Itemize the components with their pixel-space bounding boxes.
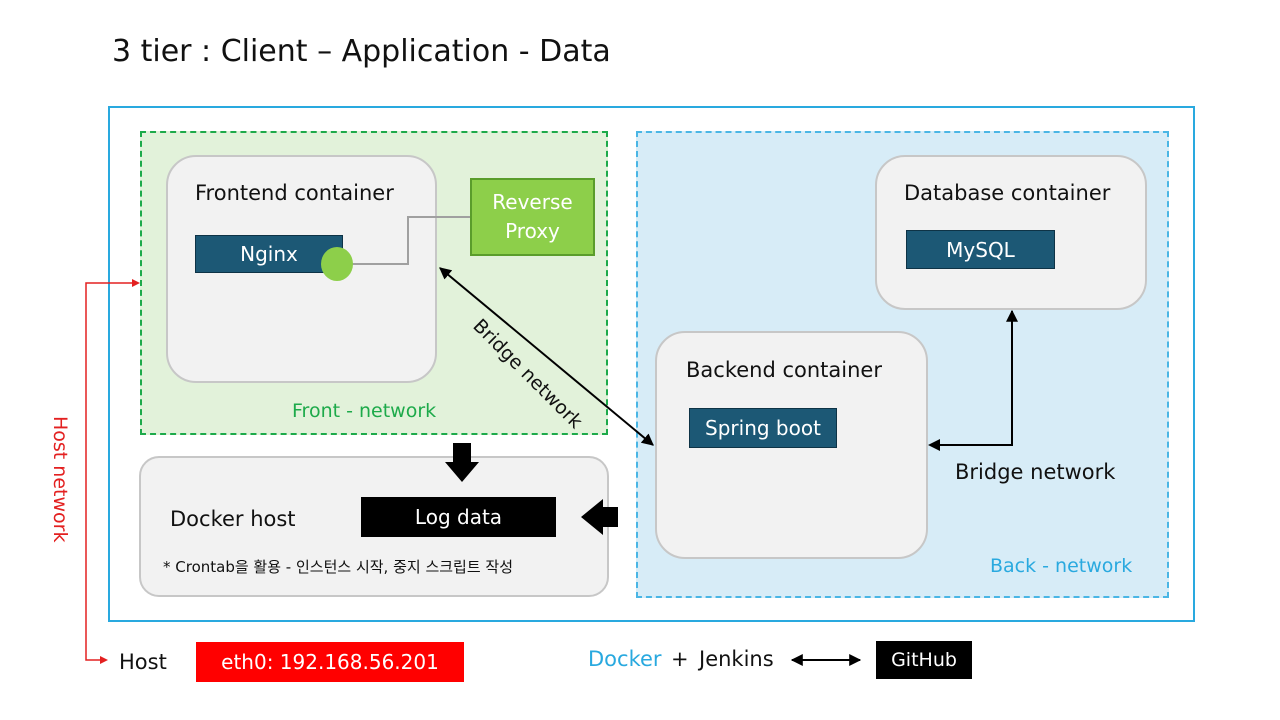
eth0-box: eth0: 192.168.56.201 bbox=[196, 642, 464, 682]
plus-sign: + bbox=[671, 647, 689, 671]
nginx-proxy-connector bbox=[352, 216, 470, 265]
nginx-chip: Nginx bbox=[195, 235, 343, 273]
reverse-proxy-label-line1: Reverse bbox=[492, 190, 573, 214]
backend-db-bridge-arrow bbox=[930, 309, 1018, 446]
github-box: GitHub bbox=[876, 641, 972, 679]
bridge-network-label: Bridge network bbox=[955, 460, 1116, 484]
left-block-arrow bbox=[581, 499, 618, 535]
host-network-arrowhead-up bbox=[132, 279, 140, 287]
nginx-port-dot bbox=[321, 247, 353, 281]
docker-label: Docker bbox=[588, 647, 662, 671]
backend-container-title: Backend container bbox=[686, 358, 882, 382]
docker-host-boundary bbox=[108, 106, 1195, 622]
database-container-title: Database container bbox=[904, 181, 1111, 205]
crontab-note: * Crontab을 활용 - 인스턴스 시작, 중지 스크립트 작성 bbox=[163, 558, 514, 576]
reverse-proxy-box: Reverse Proxy bbox=[470, 178, 595, 256]
bridge-diagonal-arrow bbox=[439, 267, 654, 446]
host-label: Host bbox=[119, 650, 167, 674]
down-block-arrow bbox=[445, 443, 479, 482]
docker-host-title: Docker host bbox=[170, 507, 296, 531]
log-data-box: Log data bbox=[361, 497, 556, 537]
page-title: 3 tier : Client – Application - Data bbox=[112, 34, 611, 69]
host-network-arrow bbox=[85, 282, 138, 661]
spring-boot-chip: Spring boot bbox=[689, 408, 837, 448]
host-network-arrowhead-host bbox=[100, 656, 108, 664]
backend-db-arrowhead bbox=[928, 439, 940, 451]
reverse-proxy-label-line2: Proxy bbox=[505, 219, 560, 243]
mysql-chip: MySQL bbox=[906, 230, 1055, 269]
back-network-label: Back - network bbox=[990, 555, 1133, 577]
front-network-label: Front - network bbox=[292, 400, 437, 422]
jenkins-label: Jenkins bbox=[699, 647, 774, 671]
frontend-container-title: Frontend container bbox=[195, 181, 394, 205]
